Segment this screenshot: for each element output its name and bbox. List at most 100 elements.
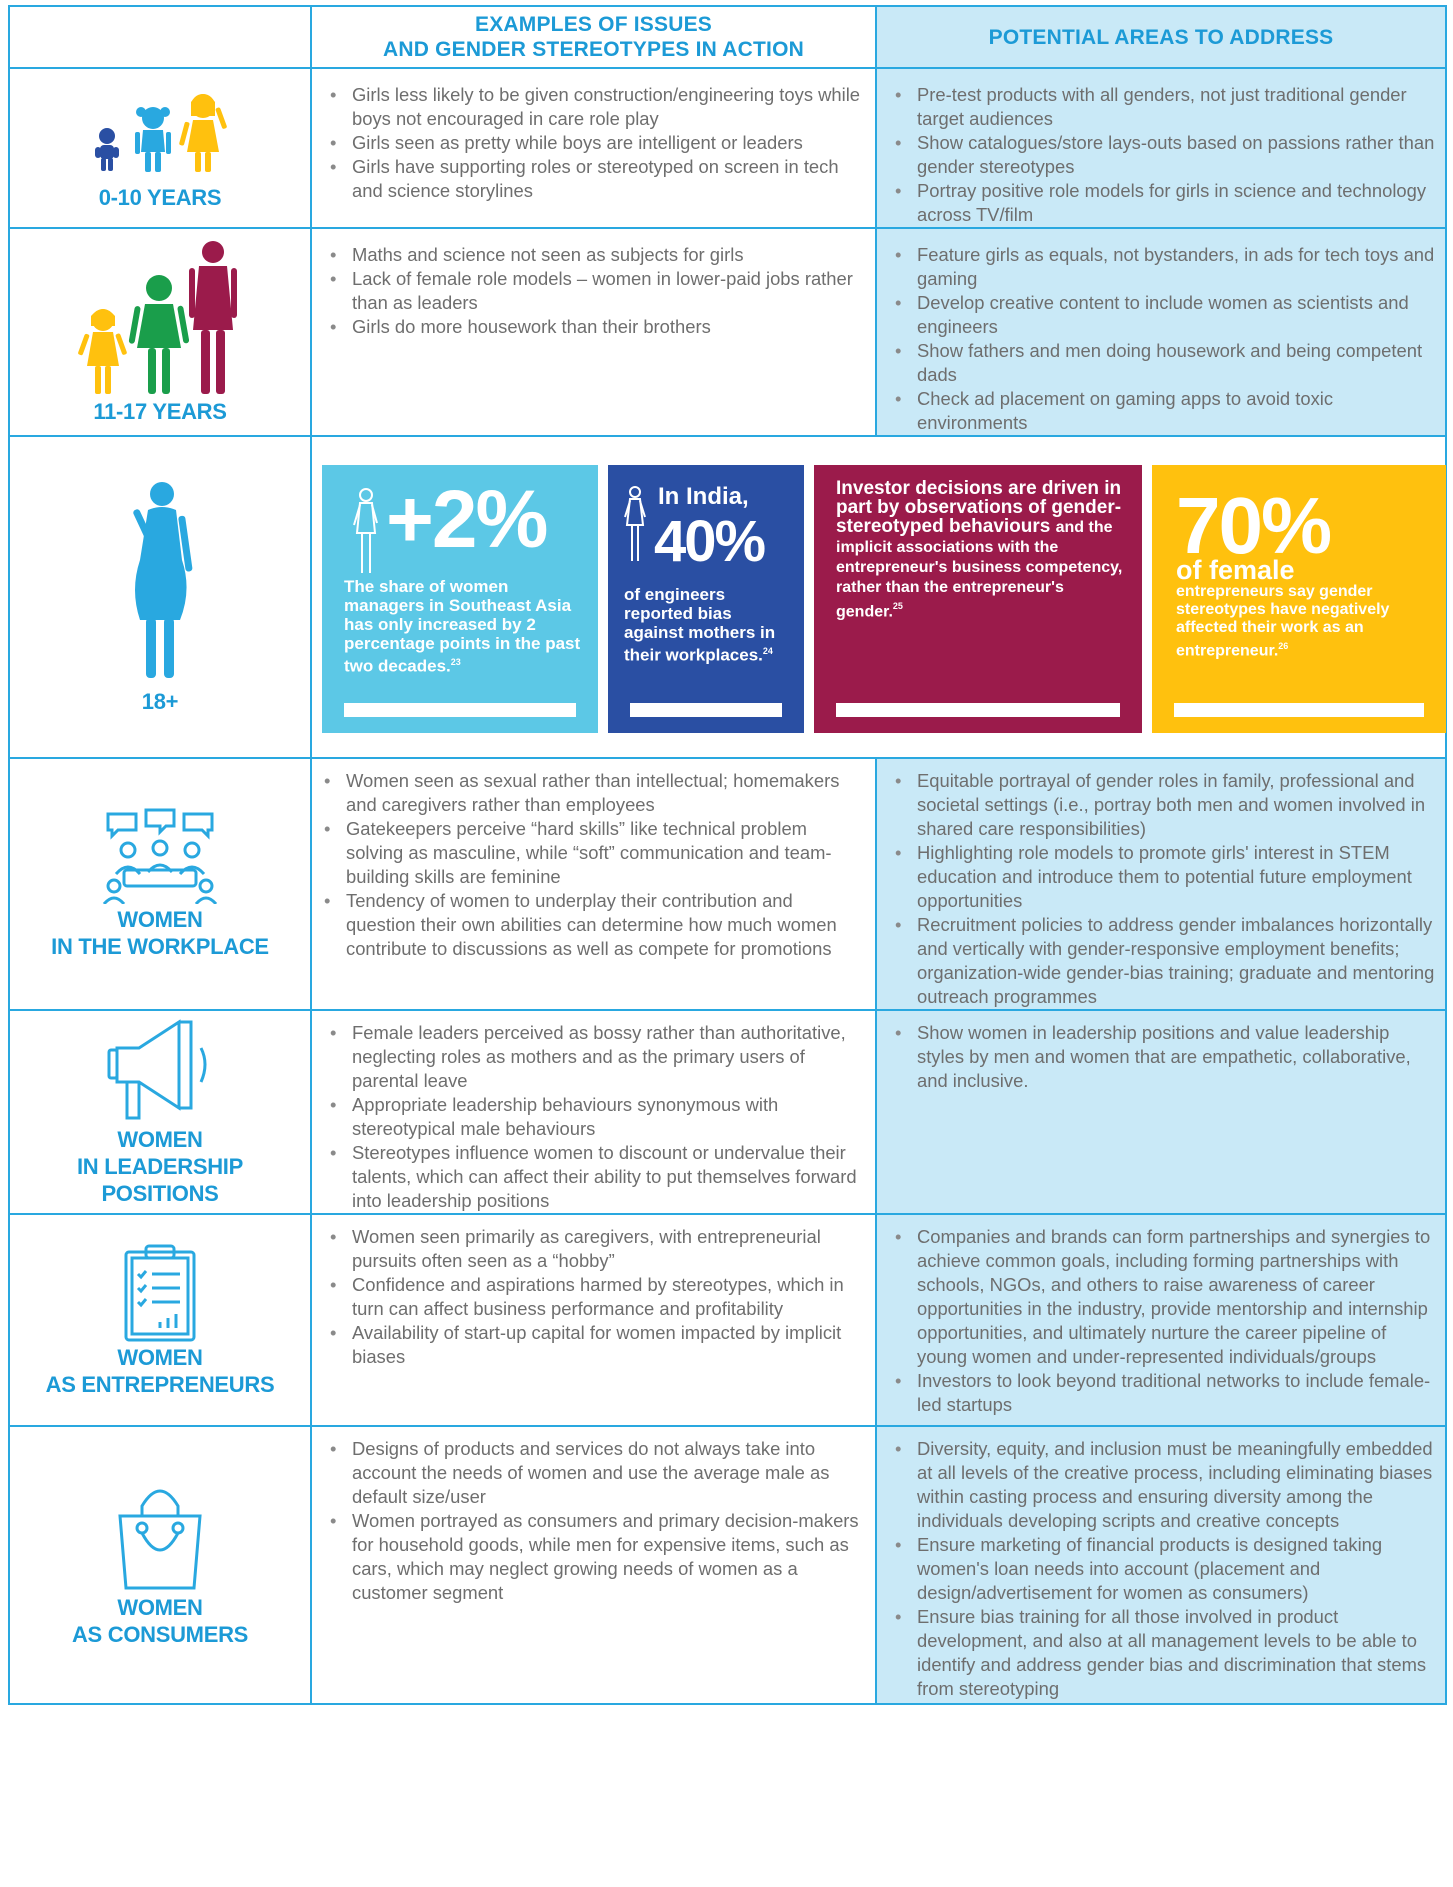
row-11-17-years: 11-17 YEARS Maths and science not seen a… xyxy=(8,227,1447,437)
row-consumers: WOMEN AS CONSUMERS Designs of products a… xyxy=(8,1425,1447,1705)
row-18-plus: 18+ +2% The share of women managers in S… xyxy=(8,435,1447,759)
label-positions: POSITIONS xyxy=(101,1180,219,1206)
footnote-ref: 25 xyxy=(892,601,903,611)
row-leadership: WOMEN IN LEADERSHIP POSITIONS Female lea… xyxy=(8,1009,1447,1215)
list-item: Designs of products and services do not … xyxy=(330,1437,865,1509)
list-item: Girls less likely to be given constructi… xyxy=(330,83,865,131)
list-item: Girls seen as pretty while boys are inte… xyxy=(330,131,865,155)
header-issues: EXAMPLES OF ISSUES AND GENDER STEREOTYPE… xyxy=(310,5,877,69)
stat-text-engineers: of engineers reported bias against mothe… xyxy=(624,585,776,665)
label-cell-workplace: WOMEN IN THE WORKPLACE xyxy=(8,757,312,1011)
list-item: Maths and science not seen as subjects f… xyxy=(330,243,865,267)
row-workplace: WOMEN IN THE WORKPLACE Women seen as sex… xyxy=(8,757,1447,1011)
list-item: Feature girls as equals, not bystanders,… xyxy=(895,243,1435,291)
list-item: Investors to look beyond traditional net… xyxy=(895,1369,1435,1417)
list-item: Appropriate leadership behaviours synony… xyxy=(330,1093,865,1141)
header-actions-label: POTENTIAL AREAS TO ADDRESS xyxy=(988,25,1334,49)
actions-cell-leadership: Show women in leadership positions and v… xyxy=(875,1009,1447,1215)
label-cell-18-plus: 18+ xyxy=(8,435,312,759)
label-cell-entrepreneurs: WOMEN AS ENTREPRENEURS xyxy=(8,1213,312,1427)
stat-text-entrepreneurs: entrepreneurs say gender stereotypes hav… xyxy=(1176,583,1390,660)
stat-box-entrepreneurs: 70% of female entrepreneurs say gender s… xyxy=(1152,465,1446,733)
list-item: Companies and brands can form partnershi… xyxy=(895,1225,1435,1369)
footnote-ref: 23 xyxy=(450,657,461,667)
issues-cell-workplace: Women seen as sexual rather than intelle… xyxy=(310,757,877,1011)
stat-panels: +2% The share of women managers in South… xyxy=(312,437,1446,757)
list-item: Female leaders perceived as bossy rather… xyxy=(330,1021,865,1093)
woman-icon xyxy=(133,481,193,678)
list-item: Confidence and aspirations harmed by ste… xyxy=(330,1273,865,1321)
list-item: Women seen primarily as caregivers, with… xyxy=(330,1225,865,1273)
stat-box-engineers: In India, 40% of engineers reported bias… xyxy=(608,465,804,733)
stat-prefix-india: In India, xyxy=(658,483,749,510)
issues-cell-entrepreneurs: Women seen primarily as caregivers, with… xyxy=(310,1213,877,1427)
row-entrepreneurs: WOMEN AS ENTREPRENEURS Women seen primar… xyxy=(8,1213,1447,1427)
stat-bar xyxy=(1174,703,1424,717)
issues-cell-11-17: Maths and science not seen as subjects f… xyxy=(310,227,877,437)
list-item: Girls have supporting roles or stereotyp… xyxy=(330,155,865,203)
issues-cell-0-10: Girls less likely to be given constructi… xyxy=(310,67,877,229)
footnote-ref: 26 xyxy=(1278,641,1289,651)
stat-value-70: 70% xyxy=(1176,481,1332,570)
list-item: Pre-test products with all genders, not … xyxy=(895,83,1435,131)
stat-text-managers: The share of women managers in Southeast… xyxy=(344,577,581,676)
woman-outline-icon xyxy=(353,488,378,573)
header-row: EXAMPLES OF ISSUES AND GENDER STEREOTYPE… xyxy=(8,5,1447,69)
label-women: WOMEN xyxy=(117,907,203,932)
girls-icon xyxy=(78,240,237,394)
stat-bar xyxy=(630,703,782,717)
stat-box-managers: +2% The share of women managers in South… xyxy=(322,465,598,733)
header-issues-line1: EXAMPLES OF ISSUES xyxy=(475,13,712,36)
list-item: Availability of start-up capital for wom… xyxy=(330,1321,865,1369)
actions-cell-consumers: Diversity, equity, and inclusion must be… xyxy=(875,1425,1447,1705)
list-item: Portray positive role models for girls i… xyxy=(895,179,1435,227)
actions-cell-entrepreneurs: Companies and brands can form partnershi… xyxy=(875,1213,1447,1427)
stat-bar xyxy=(344,703,576,717)
header-actions: POTENTIAL AREAS TO ADDRESS xyxy=(875,5,1447,69)
header-empty-cell xyxy=(8,5,312,69)
list-item: Equitable portrayal of gender roles in f… xyxy=(895,769,1435,841)
header-issues-line2: AND GENDER STEREOTYPES IN ACTION xyxy=(383,38,804,61)
list-item: Ensure marketing of financial products i… xyxy=(895,1533,1435,1605)
label-cell-leadership: WOMEN IN LEADERSHIP POSITIONS xyxy=(8,1009,312,1215)
list-item: Diversity, equity, and inclusion must be… xyxy=(895,1437,1435,1533)
label-as-entrepreneurs: AS ENTREPRENEURS xyxy=(45,1372,275,1397)
list-item: Girls do more housework than their broth… xyxy=(330,315,865,339)
stat-value-40: 40% xyxy=(654,509,766,574)
label-in-leadership: IN LEADERSHIP xyxy=(76,1153,243,1179)
actions-cell-11-17: Feature girls as equals, not bystanders,… xyxy=(875,227,1447,437)
stat-bar xyxy=(836,703,1120,717)
clipboard-icon xyxy=(124,1244,196,1342)
list-item: Highlighting role models to promote girl… xyxy=(895,841,1435,913)
list-item: Check ad placement on gaming apps to avo… xyxy=(895,387,1435,435)
list-item: Show women in leadership positions and v… xyxy=(895,1021,1435,1093)
stereotypes-table: EXAMPLES OF ISSUES AND GENDER STEREOTYPE… xyxy=(8,5,1447,1705)
issues-cell-leadership: Female leaders perceived as bossy rather… xyxy=(310,1009,877,1215)
label-cell-11-17: 11-17 YEARS xyxy=(8,227,312,437)
list-item: Ensure bias training for all those invol… xyxy=(895,1605,1435,1701)
issues-cell-consumers: Designs of products and services do not … xyxy=(310,1425,877,1705)
row-0-10-years: 0-10 YEARS Girls less likely to be given… xyxy=(8,67,1447,229)
list-item: Lack of female role models – women in lo… xyxy=(330,267,865,315)
shopping-bag-icon xyxy=(118,1489,202,1590)
list-item: Tendency of women to underplay their con… xyxy=(324,889,865,961)
list-item: Develop creative content to include wome… xyxy=(895,291,1435,339)
actions-cell-0-10: Pre-test products with all genders, not … xyxy=(875,67,1447,229)
stat-sub-female: of female xyxy=(1176,555,1295,585)
list-item: Show catalogues/store lays-outs based on… xyxy=(895,131,1435,179)
label-women: WOMEN xyxy=(117,1345,203,1370)
stat-value-plus-2: +2% xyxy=(386,474,548,565)
label-18-plus: 18+ xyxy=(141,688,179,714)
list-item: Women portrayed as consumers and primary… xyxy=(330,1509,865,1605)
list-item: Women seen as sexual rather than intelle… xyxy=(324,769,865,817)
footnote-ref: 24 xyxy=(762,646,773,656)
label-0-10-years: 0-10 YEARS xyxy=(98,184,222,210)
meeting-icon xyxy=(102,808,218,904)
label-women: WOMEN xyxy=(117,1595,203,1620)
label-in-the-workplace: IN THE WORKPLACE xyxy=(51,934,269,959)
actions-cell-workplace: Equitable portrayal of gender roles in f… xyxy=(875,757,1447,1011)
list-item: Gatekeepers perceive “hard skills” like … xyxy=(324,817,865,889)
children-icon xyxy=(95,93,227,172)
label-as-consumers: AS CONSUMERS xyxy=(71,1622,249,1647)
